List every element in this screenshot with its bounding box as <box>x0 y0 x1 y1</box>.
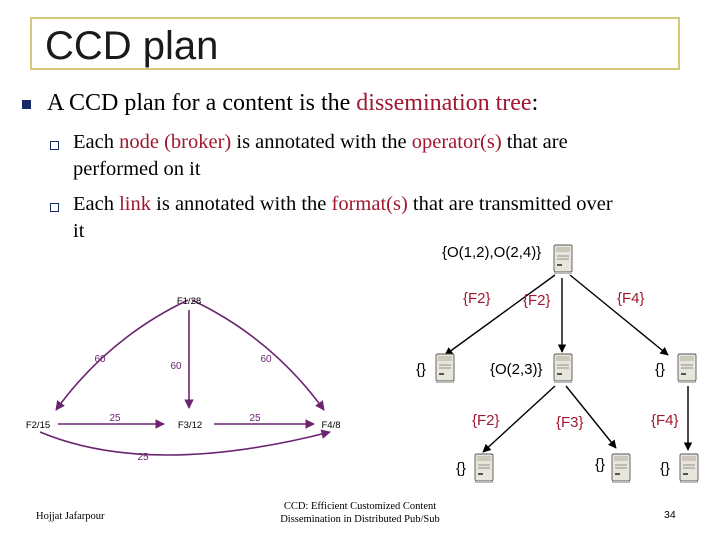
graph-node-f4: F4/8 <box>321 420 340 431</box>
hollow-square-bullet-icon <box>50 141 59 150</box>
sub2-term-link: link <box>119 193 152 215</box>
server-icon <box>553 244 573 275</box>
title-frame-bottom <box>30 68 680 70</box>
tree-edge-mid-bl <box>482 385 556 453</box>
edge-label-f2-f3: 25 <box>109 413 121 424</box>
tree-node-right-label: {} <box>655 361 666 378</box>
edge-label-f1-f2: 60 <box>94 354 106 365</box>
edge-label-f3-f4: 25 <box>249 413 261 424</box>
tree-node-br-label: {} <box>660 460 671 477</box>
sub1-part-a: Each <box>73 131 120 153</box>
server-icon <box>435 353 455 384</box>
tree-node-bl-label: {} <box>456 460 467 477</box>
graph-node-f3: F3/12 <box>178 420 202 431</box>
page-number: 34 <box>664 509 676 521</box>
edge-f1-f2 <box>55 299 189 411</box>
title-frame-right <box>678 17 680 69</box>
tree-edge-root-right <box>569 274 669 356</box>
main-bullet-text: A CCD plan for a content is the dissemin… <box>47 90 538 118</box>
sub1-term-operator: operator(s) <box>411 131 502 153</box>
tree-edge-root-left <box>444 274 556 356</box>
tree-edge-label-left: {F2} <box>463 290 491 307</box>
server-icon <box>677 353 697 384</box>
tree-node-mid-label: {O(2,3)} <box>490 361 543 378</box>
slide-title: CCD plan <box>45 24 219 68</box>
title-frame-top <box>30 17 680 19</box>
title-frame-left <box>30 17 32 69</box>
sub2-part-e: that are transmitted over <box>407 193 613 215</box>
edge-label-f1-f4: 60 <box>260 354 272 365</box>
edge-f2-f4 <box>39 429 331 456</box>
tree-edge-label-mid-mid: {F3} <box>556 414 584 431</box>
sub2-term-format: format(s) <box>331 193 408 215</box>
tree-root-label: {O(1,2),O(2,4)} <box>442 244 542 261</box>
server-icon <box>474 453 494 484</box>
graph-node-f2: F2/15 <box>26 420 50 431</box>
server-icon <box>611 453 631 484</box>
dissemination-tree <box>435 244 699 484</box>
square-bullet-icon <box>22 100 31 109</box>
tree-edge-label-mid: {F2} <box>523 292 551 309</box>
tree-edge-label-right-down: {F4} <box>651 412 679 429</box>
tree-edge-mid-bm <box>565 385 617 449</box>
edge-f1-f4 <box>191 299 325 411</box>
footer-center: CCD: Efficient Customized Content Dissem… <box>245 500 475 526</box>
sub1-term-node: node (broker) <box>119 131 232 153</box>
sub1-part-e: that are <box>501 131 568 153</box>
main-bullet-colon: : <box>531 90 539 116</box>
sub-bullet-1-line2: performed on it <box>73 158 201 180</box>
tree-edge-label-mid-left: {F2} <box>472 412 500 429</box>
source-graph: F1/28 F2/15 F3/12 F4/8 60 60 60 25 25 25 <box>26 296 341 463</box>
server-icon <box>679 453 699 484</box>
edge-label-f2-f4: 25 <box>137 452 149 463</box>
main-bullet-lead: A CCD plan for a content is the <box>47 90 357 116</box>
hollow-square-bullet-icon <box>50 203 59 212</box>
tree-edge-label-right: {F4} <box>617 290 645 307</box>
graph-node-f1: F1/28 <box>177 296 201 307</box>
main-bullet-term: dissemination tree <box>356 90 532 116</box>
sub2-part-a: Each <box>73 193 120 215</box>
server-icon <box>553 353 573 384</box>
sub1-part-c: is annotated with the <box>231 131 412 153</box>
edge-label-f1-f3: 60 <box>170 361 182 372</box>
sub2-part-c: is annotated with the <box>151 193 332 215</box>
sub-bullet-2-text: Each link is annotated with the format(s… <box>73 193 613 217</box>
footer-center-line2: Dissemination in Distributed Pub/Sub <box>280 514 440 526</box>
sub-bullet-2-line2: it <box>73 220 85 242</box>
footer-author: Hojjat Jafarpour <box>36 511 105 522</box>
footer-center-line1: CCD: Efficient Customized Content <box>283 501 437 512</box>
tree-node-bm-label: {} <box>595 456 606 473</box>
tree-node-left-label: {} <box>416 361 427 378</box>
sub-bullet-1-text: Each node (broker) is annotated with the… <box>73 131 568 155</box>
